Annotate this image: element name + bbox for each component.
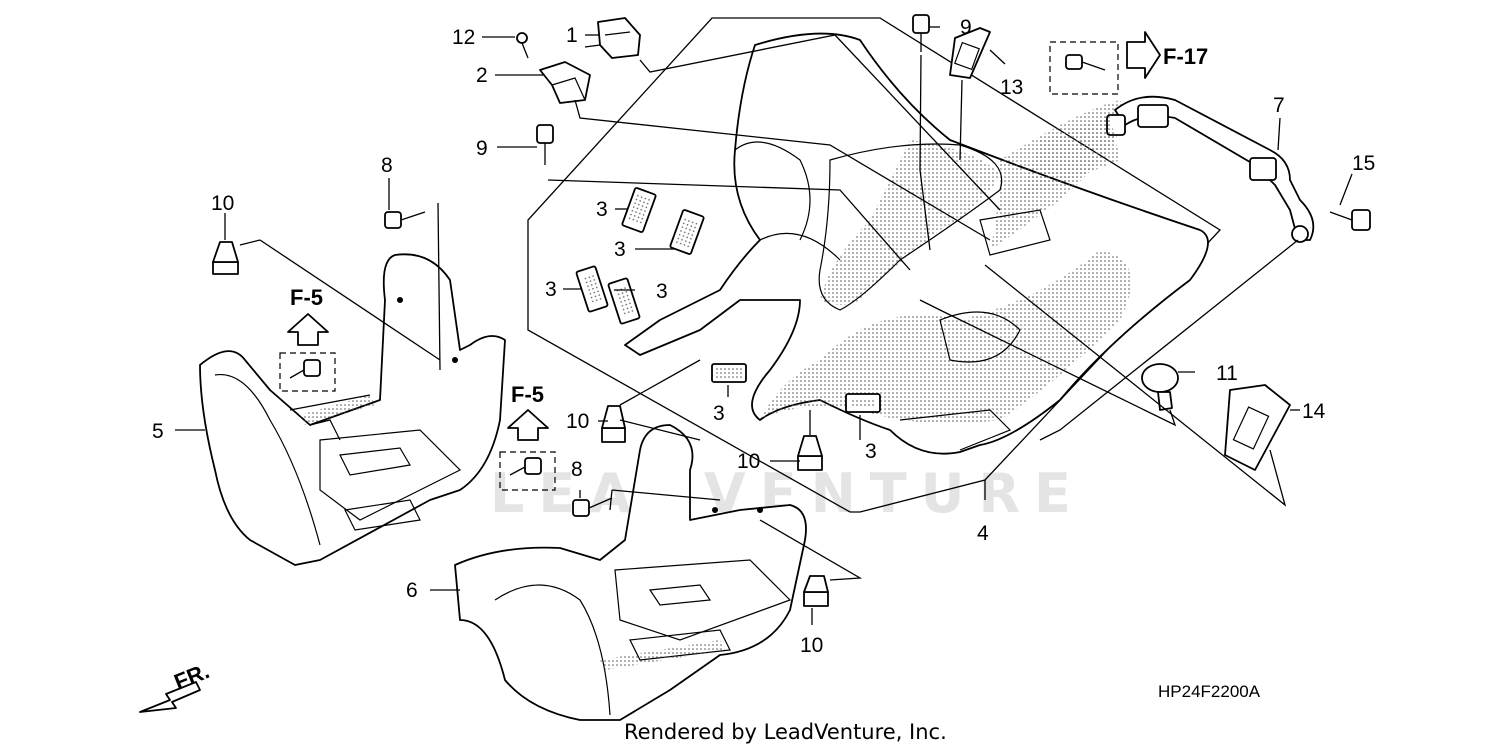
callout-15: 15	[1352, 152, 1375, 175]
f17-arrow-icon	[1126, 31, 1161, 79]
callout-6: 6	[406, 579, 418, 602]
ref-f5-center: F-5	[511, 382, 544, 407]
callout-12: 12	[452, 26, 475, 49]
screw-12	[516, 32, 529, 59]
callout-13: 13	[1000, 76, 1023, 99]
bracket-2	[539, 61, 591, 104]
pad-3-d	[607, 277, 641, 325]
callout-3: 3	[713, 402, 725, 425]
clip-10-mid	[601, 405, 626, 443]
front-direction-arrow-icon	[139, 681, 201, 713]
f5-center-box	[499, 451, 556, 491]
callout-10: 10	[211, 192, 234, 215]
leader-lines	[175, 26, 1353, 625]
callout-3: 3	[545, 278, 557, 301]
callout-9: 9	[960, 16, 972, 39]
callout-1: 1	[566, 24, 578, 47]
callouts: 1 2 3 3 3 3 3 3 4 5 6 7 8 8 9 9 10 10 10…	[152, 16, 1375, 657]
callout-10: 10	[566, 410, 589, 433]
callout-4: 4	[977, 522, 989, 545]
clip-1	[597, 17, 641, 59]
bolt-8-left	[384, 211, 426, 229]
ref-f5-left: F-5	[290, 285, 323, 310]
drawing-code: HP24F2200A	[1158, 682, 1261, 701]
pad-3-a	[621, 187, 657, 233]
callout-8: 8	[381, 154, 393, 177]
bolt-9-top	[912, 14, 930, 52]
callout-9: 9	[476, 137, 488, 160]
callout-2: 2	[476, 64, 488, 87]
callout-8: 8	[571, 458, 583, 481]
ref-f17: F-17	[1163, 44, 1208, 69]
f5-center-arrow-icon	[507, 409, 549, 441]
pad-3-b	[669, 209, 705, 255]
clip-10-left	[212, 241, 239, 275]
grommet-11	[1141, 363, 1179, 411]
pad-3-e	[711, 363, 747, 383]
f17-bolt-box	[1049, 41, 1119, 95]
pad-3-f	[845, 393, 881, 413]
bolt-f5-left	[289, 359, 321, 379]
bolt-15	[1329, 209, 1371, 231]
callout-3: 3	[656, 280, 668, 303]
callout-10: 10	[800, 634, 823, 657]
right-footwell-part	[454, 424, 807, 721]
callout-3: 3	[614, 238, 626, 261]
callout-11: 11	[1216, 362, 1238, 385]
front-marker-label: FR.	[171, 658, 213, 694]
clip-10-bottom	[803, 575, 829, 607]
assembly-outline-4	[527, 17, 1222, 513]
clip-10-center	[797, 435, 823, 471]
rear-fender-part	[624, 32, 1209, 455]
pad-3-c	[575, 265, 609, 313]
bolt-9-left	[536, 124, 554, 165]
rubber-band-13	[949, 27, 991, 79]
grab-bar-part	[1020, 95, 1315, 243]
callout-5: 5	[152, 420, 164, 443]
f5-left-box	[279, 352, 336, 392]
footer-credit: Rendered by LeadVenture, Inc.	[624, 720, 947, 744]
rubber-band-14	[1224, 384, 1291, 471]
callout-7: 7	[1273, 94, 1285, 117]
callout-3: 3	[596, 198, 608, 221]
f5-left-arrow-icon	[287, 313, 329, 346]
bolt-f5-center	[509, 457, 542, 476]
callout-10: 10	[737, 450, 760, 473]
callout-3: 3	[865, 440, 877, 463]
bolt-8-center	[572, 497, 613, 517]
left-footwell-part	[199, 253, 506, 566]
callout-14: 14	[1302, 400, 1326, 423]
bolt-f17	[1065, 54, 1106, 71]
